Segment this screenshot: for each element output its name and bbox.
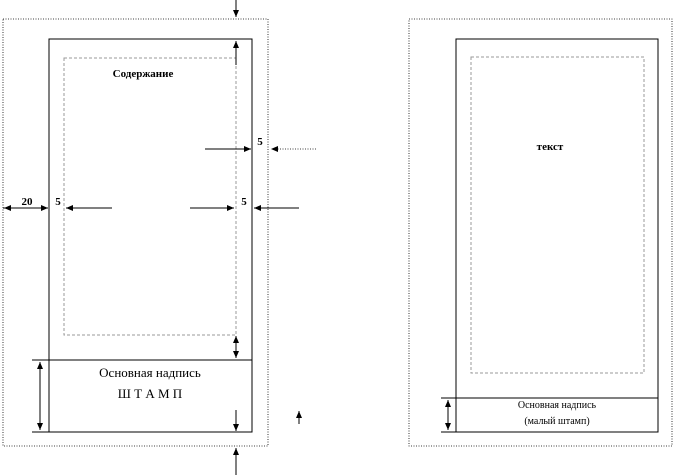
- dim-inner-left: 5: [55, 196, 61, 208]
- dim-left-margin: 20: [22, 196, 34, 208]
- right-body-text: текст: [537, 141, 564, 153]
- left-sheet: Содержание 5 20 5 5 Основная надпись Ш Т…: [2, 0, 316, 475]
- dim-inner-top-right: 5: [257, 136, 263, 148]
- right-text-area: [470, 56, 645, 374]
- left-frame: [48, 38, 253, 433]
- dim-inner-right: 5: [241, 196, 247, 208]
- left-stamp-line1: Основная надпись: [99, 365, 201, 380]
- right-page-outline: [408, 18, 673, 447]
- right-frame: [455, 38, 659, 433]
- left-stamp-line2: Ш Т А М П: [118, 386, 182, 401]
- right-sheet: текст Основная надпись (малый штамп): [408, 18, 673, 447]
- right-stamp-line1: Основная надпись: [518, 400, 597, 411]
- left-text-area: [63, 57, 237, 336]
- left-page-outline: [2, 18, 269, 447]
- right-stamp-line2: (малый штамп): [524, 416, 589, 427]
- left-title: Содержание: [113, 68, 174, 80]
